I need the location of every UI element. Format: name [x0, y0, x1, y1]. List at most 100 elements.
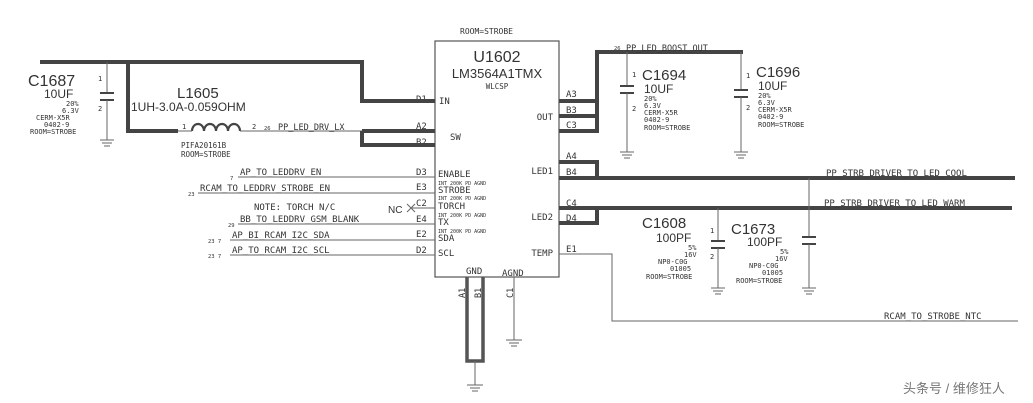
- c1687-room: ROOM=STROBE: [30, 128, 76, 136]
- boost-out-ref: 26: [614, 46, 621, 52]
- inductor-part: PIFA20161B: [181, 141, 227, 150]
- inductor-ref: L1605: [177, 85, 219, 102]
- pin-name-enable: ENABLE: [438, 170, 471, 180]
- warm-net-label: PP_STRB_DRIVER_TO_LED_WARM: [824, 199, 965, 209]
- inductor-coil: [190, 122, 242, 132]
- c1608-ground-symbol: [711, 287, 725, 295]
- torch-nc-marker: [406, 203, 435, 213]
- pin-num-d4: D4: [566, 214, 577, 224]
- c1687-tol: 20%: [66, 100, 79, 108]
- pin-num-a1: A1: [458, 288, 468, 298]
- c1608-plates: [711, 240, 725, 249]
- c1608-pin2: 2: [710, 253, 714, 261]
- c1673-value: 100PF: [747, 235, 782, 249]
- c1694-pin2: 2: [632, 105, 636, 113]
- c1673-plates: [802, 236, 816, 245]
- c1694-package: 0402-9: [644, 116, 669, 124]
- pin-name-in: IN: [439, 97, 450, 107]
- inductor-value: 1UH-3.0A-0.059OHM: [131, 100, 246, 114]
- tx-net-label: BB_TO_LEDDRV_GSM_BLANK: [240, 215, 360, 225]
- c1694-ref: C1694: [642, 67, 686, 84]
- pin-num-e3: E3: [416, 183, 427, 193]
- c1608-pin1: 1: [710, 227, 714, 235]
- led-output-section: PP_STRB_DRIVER_TO_LED_COOL PP_STRB_DRIVE…: [559, 160, 1015, 295]
- pin-num-c1: C1: [506, 288, 516, 298]
- c1673-voltage: 16V: [775, 255, 788, 263]
- out-pins-bus: [559, 101, 599, 133]
- pin-name-sw: SW: [450, 133, 461, 143]
- pin-num-b3: B3: [566, 106, 577, 116]
- boost-output-section: 26 PP_LED_BOOST_OUT 1 2 C1694 10UF 20% 6…: [559, 44, 804, 159]
- c1673-room: ROOM=STROBE: [736, 277, 782, 285]
- c1687-ground-symbol: [100, 139, 114, 147]
- pin-name-strobe: STROBE: [438, 186, 471, 196]
- watermark: 头条号 / 维修狂人: [903, 381, 1005, 396]
- scl-ref: 23 7: [208, 254, 221, 260]
- c1608-tol: 5%: [688, 244, 697, 252]
- pin-num-c4: C4: [566, 199, 577, 209]
- ic-package: WLCSP: [486, 82, 509, 91]
- led1-bus: [559, 160, 1015, 180]
- ic-body: [434, 40, 560, 278]
- ic-top-room-label: ROOM=STROBE: [460, 27, 513, 36]
- gnd-symbol: [467, 384, 483, 392]
- pin-name-led1: LED1: [531, 167, 553, 177]
- inductor-pin1: 1: [182, 123, 186, 131]
- c1687-voltage: 6.3V: [62, 107, 80, 115]
- c1608-dielectric: NP0-C0G: [658, 258, 688, 266]
- vin-to-inductor-wire: [126, 62, 178, 133]
- sw-pins-bus: [360, 129, 435, 147]
- c1696-room: ROOM=STROBE: [758, 121, 804, 129]
- pin-num-e2: E2: [416, 230, 427, 240]
- pin-num-c3: C3: [566, 121, 577, 131]
- c1673-ground-symbol: [802, 287, 816, 295]
- c1694-dielectric: CERM-X5R: [644, 109, 679, 117]
- tx-ref: 29: [228, 223, 235, 229]
- nc-label: NC: [388, 205, 402, 216]
- c1694-plates: [620, 85, 634, 94]
- ground-section: [465, 277, 522, 392]
- sda-ref: 23 7: [208, 239, 221, 245]
- c1694-voltage: 6.3V: [644, 102, 662, 110]
- scl-net-label: AP_TO_RCAM_I2C_SCL: [232, 246, 330, 256]
- pin-num-a4: A4: [566, 152, 577, 162]
- c1687-pin1: 1: [98, 75, 102, 83]
- c1696-package: 0402-9: [758, 113, 783, 121]
- c1696-voltage: 6.3V: [758, 99, 776, 107]
- inductor-room: ROOM=STROBE: [181, 150, 231, 159]
- pin-name-tx: TX: [438, 218, 449, 228]
- led2-bus: [559, 206, 1012, 225]
- c1696-value: 10UF: [758, 79, 787, 93]
- c1608-room: ROOM=STROBE: [646, 273, 692, 281]
- vin-bus: [40, 60, 435, 103]
- pin-name-sda: SDA: [438, 234, 455, 244]
- pin-num-a2: A2: [416, 122, 427, 132]
- ntc-section: RCAM_TO_STROBE_NTC: [559, 253, 1018, 322]
- c1696-pin2: 2: [746, 104, 750, 112]
- c1696-plates: [734, 89, 748, 98]
- c1687-pin2: 2: [98, 105, 102, 113]
- pin-num-d3: D3: [416, 168, 427, 178]
- pin-num-e1: E1: [566, 245, 577, 255]
- pin-num-b4: B4: [566, 168, 577, 178]
- pin-name-torch: TORCH: [438, 202, 465, 212]
- c1687-plates: [100, 92, 114, 101]
- pin-num-a3: A3: [566, 90, 577, 100]
- agnd-label: AGND: [502, 269, 524, 279]
- c1608-package: 01005: [670, 265, 691, 273]
- input-section: 1 2 C1687 10UF 20% 6.3V CERM-X5R 0402-9 …: [28, 60, 435, 159]
- c1687-package: 0402-9: [44, 121, 69, 129]
- pulldown-note-enable: INT 200K PD AGND: [438, 181, 486, 187]
- boost-out-label: PP_LED_BOOST_OUT: [626, 44, 708, 54]
- ic-part-number: LM3564A1TMX: [452, 66, 543, 81]
- control-signals: 7 AP_TO_LEDDRV_EN 23 RCAM_TO_LEDDRV_STRO…: [188, 168, 435, 260]
- c1694-tol: 20%: [644, 95, 657, 103]
- boost-out-bus: [559, 50, 743, 103]
- torch-note: NOTE: TORCH N/C: [254, 203, 335, 213]
- c1687-ref: C1687: [28, 73, 75, 90]
- strobe-net-label: RCAM_TO_LEDDRV_STROBE_EN: [200, 184, 330, 194]
- pulldown-note-torch: INT 200K PD AGND: [438, 213, 486, 219]
- c1696-tol: 20%: [758, 92, 771, 100]
- lx-net-ref: 26: [264, 126, 271, 132]
